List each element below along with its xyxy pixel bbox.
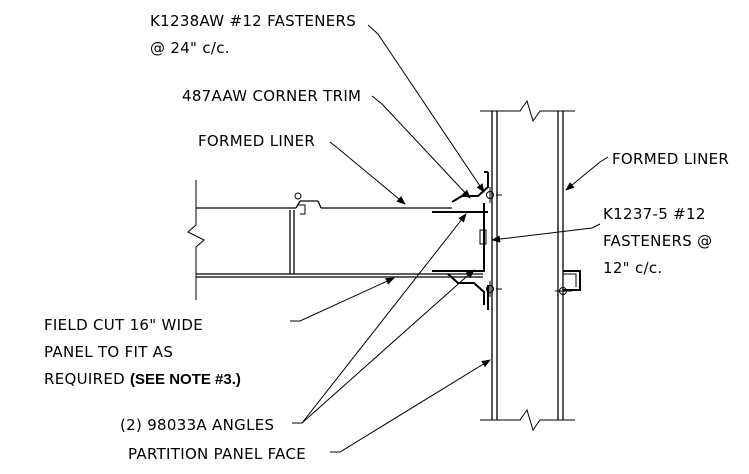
label-partition-face: PARTITION PANEL FACE [128, 445, 306, 463]
label-fasteners-top-line2: @ 24" c/c. [150, 39, 230, 57]
label-field-cut-note: (SEE NOTE #3.) [130, 371, 241, 388]
label-formed-liner-left: FORMED LINER [198, 132, 315, 150]
label-field-cut-line2: PANEL TO FIT AS [44, 343, 173, 361]
label-field-cut-line1: FIELD CUT 16" WIDE [44, 316, 203, 334]
label-angles: (2) 98033A ANGLES [120, 416, 274, 434]
label-field-cut-line3: REQUIRED (SEE NOTE #3.) [44, 370, 241, 388]
label-fasteners-right-line1: K1237-5 #12 [603, 205, 706, 223]
annotation-labels: K1238AW #12 FASTENERS @ 24" c/c. 487AAW … [44, 12, 729, 463]
label-corner-trim: 487AAW CORNER TRIM [182, 87, 361, 105]
label-fasteners-top-line1: K1238AW #12 FASTENERS [150, 12, 356, 30]
horizontal-liner-panel [187, 180, 483, 300]
label-formed-liner-right: FORMED LINER [612, 150, 729, 168]
fastener-symbols [486, 187, 572, 297]
label-field-cut-prefix: REQUIRED [44, 370, 130, 388]
corner-trim [432, 171, 581, 310]
leader-lines [290, 24, 609, 453]
label-fasteners-right-line2: FASTENERS @ [603, 232, 712, 250]
vertical-wall-panel [480, 99, 575, 432]
label-fasteners-right-line3: 12" c/c. [603, 259, 662, 277]
